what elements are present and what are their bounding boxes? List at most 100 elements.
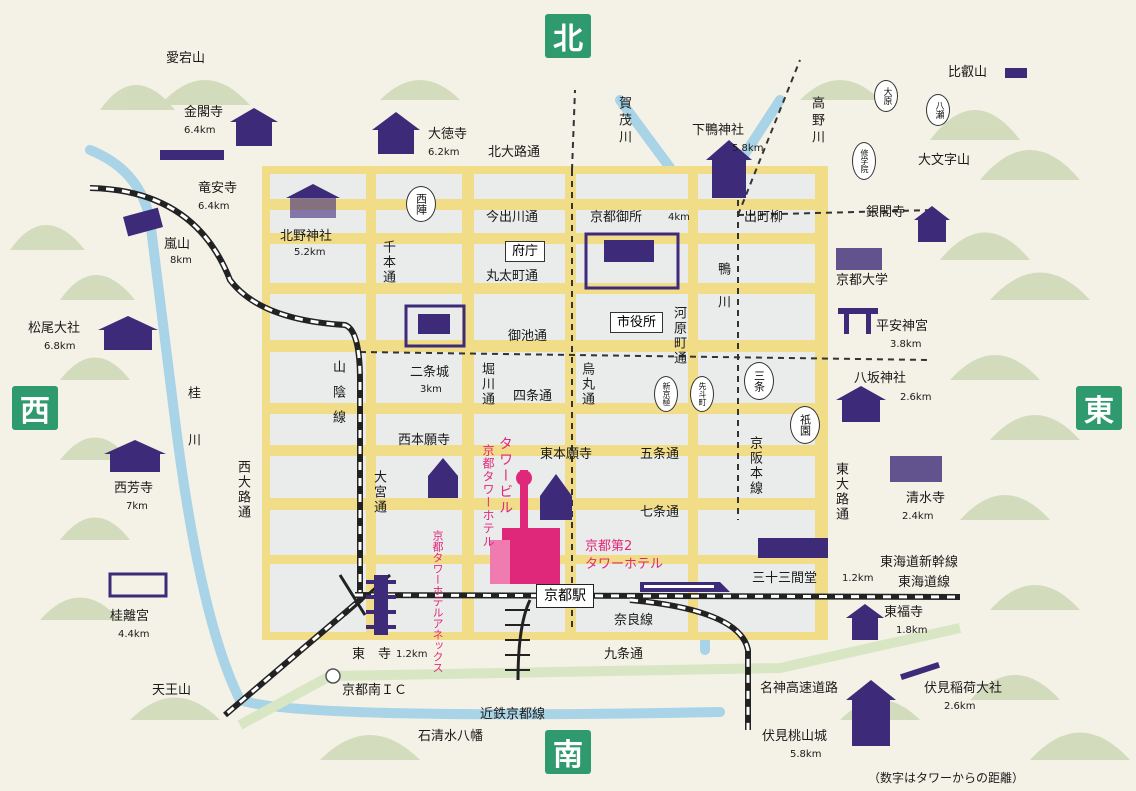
km-yasaka: 2.6km	[900, 392, 932, 403]
km-arashiyama: 8km	[170, 255, 192, 266]
street-kitaoji: 北大路通	[488, 145, 541, 160]
katsura-icon	[108, 572, 168, 598]
label-saihoji: 西芳寺	[114, 481, 154, 496]
matsuo-icon	[98, 316, 158, 350]
shinkansen-icon	[640, 582, 730, 592]
city-block	[576, 414, 688, 445]
kitano-icon	[286, 184, 340, 218]
city-block	[698, 456, 815, 498]
city-block	[270, 564, 366, 632]
city-block	[270, 456, 366, 498]
label-matsuo: 松尾大社	[28, 321, 81, 336]
label-higashihonganji: 東本願寺	[540, 447, 593, 462]
city-block	[376, 352, 462, 403]
city-block	[474, 352, 565, 403]
rail-nara: 奈良線	[614, 613, 654, 628]
label-iwashimizu: 石清水八幡	[418, 729, 484, 744]
label-kitano: 北野神社	[280, 229, 333, 244]
city-block-cells	[270, 174, 815, 632]
west-badge: 西	[12, 386, 58, 430]
station-demachiyanagi: 出町柳	[744, 210, 784, 225]
ryoanji-icon	[160, 150, 224, 160]
heian-icon	[838, 308, 878, 334]
river-takano: 高野川	[809, 96, 824, 147]
rail-keihan: 京阪本線	[747, 436, 762, 496]
river-kamo: 鴨川	[715, 262, 730, 328]
label-shiyakusho: 市役所	[610, 312, 664, 333]
rail-expressway: 名神高速道路	[760, 681, 839, 696]
street-horikawa: 堀川通	[479, 362, 494, 407]
label-kiyomizu: 清水寺	[906, 491, 946, 506]
street-kawaramachi: 河原町通	[671, 306, 686, 366]
expressway	[237, 623, 962, 730]
city-block	[270, 510, 366, 555]
fushimi-momoyama-icon	[846, 680, 896, 746]
label-fucho: 府庁	[505, 241, 546, 262]
ginkakuji-icon	[914, 206, 950, 242]
label-fushimi-momoyama: 伏見桃山城	[762, 729, 828, 744]
fushimi-inari-icon	[900, 661, 940, 681]
river-katsura: 桂川	[185, 386, 200, 480]
city-block	[270, 352, 366, 403]
street-nishioji: 西大路通	[235, 460, 250, 520]
rail-tokaido-shinkansen: 東海道新幹線	[880, 555, 959, 570]
yasaka-icon	[836, 386, 886, 422]
nishihonganji-icon	[428, 458, 458, 498]
station-kyoto[interactable]: 京都駅	[536, 584, 594, 608]
km-kinkakuji: 6.4km	[184, 125, 216, 136]
tofukuji-icon	[846, 604, 884, 640]
label-kyodai: 京都大学	[836, 273, 889, 288]
city-block	[270, 244, 366, 283]
label-sanjo: 三条	[744, 362, 774, 400]
label-heian: 平安神宮	[876, 319, 929, 334]
label-fushimi-inari: 伏見稲荷大社	[924, 681, 1003, 696]
label-katsura-rikyu: 桂離宮	[110, 609, 150, 624]
label-shugakuin: 修学院	[852, 142, 876, 180]
label-tower-annex: 京都タワーホテルアネックス	[431, 530, 444, 673]
label-tower-hotel: 京都タワーホテル	[481, 444, 495, 548]
km-sanjusangendo: 1.2km	[842, 573, 874, 584]
dashed-lines	[359, 59, 936, 630]
city-block	[698, 294, 815, 340]
sanjusangendo-icon	[758, 538, 828, 558]
label-arashiyama: 嵐山	[164, 237, 191, 252]
rail-kintetsu: 近鉄京都線	[480, 707, 546, 722]
railways	[89, 185, 961, 730]
shimogamo-icon	[706, 140, 752, 198]
street-shichijo: 七条通	[640, 505, 680, 520]
city-block	[576, 510, 688, 555]
label-daimonjiyama: 大文字山	[918, 153, 971, 168]
rail-sanin: 山陰線	[330, 360, 345, 435]
label-tennozan: 天王山	[152, 683, 192, 698]
label-ohara: 大原	[874, 80, 898, 112]
kyodai-icon	[836, 248, 882, 270]
street-oike: 御池通	[508, 329, 548, 344]
street-kujo: 九条通	[604, 647, 644, 662]
mountain-layer	[10, 80, 1130, 760]
rail-tokaido: 東海道線	[898, 575, 951, 590]
km-daitokuji: 6.2km	[428, 147, 460, 158]
label-pontocho: 先斗町	[690, 376, 714, 412]
interchange-marker	[325, 668, 341, 684]
label-gion: 祇園	[790, 406, 820, 444]
street-imadegawa: 今出川通	[486, 210, 539, 225]
km-kiyomizu: 2.4km	[902, 511, 934, 522]
gosho-icon	[584, 232, 680, 290]
city-block	[474, 414, 565, 445]
km-fushimi-momoyama: 5.8km	[790, 749, 822, 760]
street-senbon: 千本通	[380, 240, 395, 285]
river-kamo-upper: 賀茂川	[616, 96, 631, 147]
label-hieizan: 比叡山	[948, 65, 988, 80]
label-nishijin: 西陣	[406, 186, 436, 222]
label-sanjusangendo: 三十三間堂	[752, 571, 818, 586]
label-daini-hotel-1: 京都第2	[585, 539, 633, 554]
label-atagoyama: 愛宕山	[166, 51, 206, 66]
km-heian: 3.8km	[890, 339, 922, 350]
city-block	[376, 414, 462, 445]
street-shijo: 四条通	[513, 389, 553, 404]
label-shinkyogoku: 新京極	[654, 376, 678, 412]
label-shimogamo: 下鴨神社	[692, 123, 745, 138]
km-fushimi-inari: 2.6km	[944, 701, 976, 712]
